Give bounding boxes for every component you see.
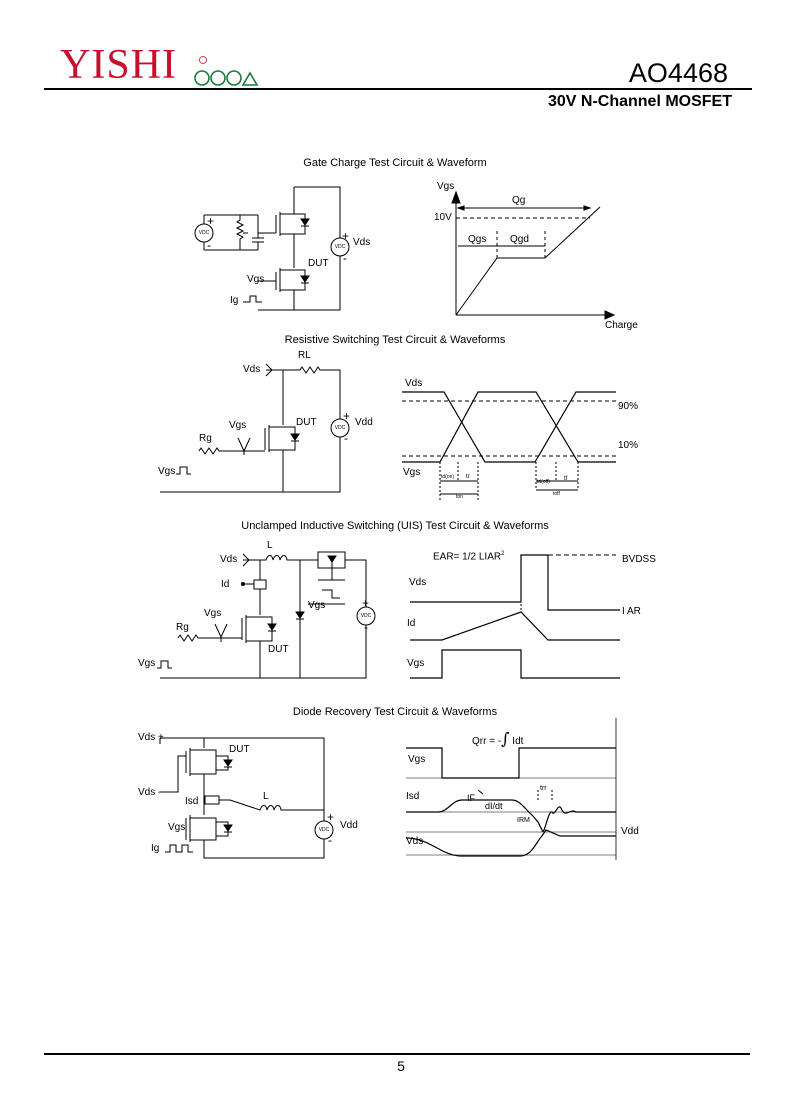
dr-vdc: VDC bbox=[318, 827, 330, 833]
uis-bvdss: BVDSS bbox=[622, 554, 656, 565]
dr-idt: Idt bbox=[512, 736, 524, 747]
rs-rg: Rg bbox=[199, 433, 212, 444]
brand-logo: YISHI bbox=[60, 44, 267, 86]
dr-didt: dI/dt bbox=[485, 801, 503, 811]
rs-dut: DUT bbox=[296, 417, 317, 428]
certification-icons bbox=[193, 56, 258, 86]
uis-vgs-in: Vgs bbox=[138, 658, 156, 669]
footer-rule bbox=[44, 1053, 750, 1055]
dr-trr: trr bbox=[540, 785, 547, 792]
diode-title: Diode Recovery Test Circuit & Waveforms bbox=[292, 706, 498, 718]
dr-plus: + bbox=[327, 810, 335, 824]
rs-ton: ton bbox=[456, 494, 463, 500]
rs-vgs: Vgs bbox=[229, 420, 247, 431]
dr-wave-vgs: Vgs bbox=[408, 754, 426, 765]
dr-vdd: Vdd bbox=[340, 820, 358, 831]
dr-qrr-text: Qrr = - bbox=[472, 736, 502, 747]
gate-charge-title: Gate Charge Test Circuit & Waveform bbox=[303, 157, 487, 169]
dr-dut: DUT bbox=[229, 744, 250, 755]
resistive-waveform bbox=[402, 391, 616, 500]
gc-qgs: Qgs bbox=[468, 234, 487, 245]
uis-minus: - bbox=[364, 620, 368, 634]
rs-rl: RL bbox=[298, 350, 311, 361]
uis-wave-id: Id bbox=[407, 618, 416, 629]
uis-rg: Rg bbox=[176, 622, 189, 633]
uis-vgs-ctrl: Vgs bbox=[308, 600, 326, 611]
rs-vdc: VDC bbox=[334, 425, 346, 431]
rs-td-off: td(off) bbox=[537, 479, 550, 485]
dr-vds-top: Vds + bbox=[138, 732, 164, 743]
part-number: AO4468 bbox=[628, 58, 728, 88]
uis-circuit bbox=[157, 551, 376, 679]
rs-tf: tf bbox=[564, 476, 568, 482]
dr-qrr: Qrr = -∫ Idt bbox=[472, 729, 523, 748]
dr-wave-vds: Vds bbox=[406, 836, 424, 847]
resistive-title: Resistive Switching Test Circuit & Wavef… bbox=[284, 334, 506, 346]
integral-icon: ∫ bbox=[501, 729, 510, 748]
rs-toff: toff bbox=[553, 491, 560, 497]
dr-wave-isd: Isd bbox=[406, 791, 420, 802]
rs-vgs-in: Vgs bbox=[158, 466, 176, 477]
dr-l: L bbox=[263, 791, 269, 802]
uis-l: L bbox=[267, 540, 273, 551]
page-number: 5 bbox=[397, 1058, 405, 1074]
uis-vgs: Vgs bbox=[204, 608, 222, 619]
dr-isd: Isd bbox=[185, 796, 199, 807]
gc-vdc-right: VDC bbox=[334, 244, 346, 250]
rs-tr: tr bbox=[466, 474, 470, 480]
gc-wave-vgs: Vgs bbox=[437, 181, 455, 192]
uis-plus: + bbox=[362, 596, 370, 610]
rs-p10: 10% bbox=[618, 440, 639, 451]
rs-plus: + bbox=[343, 409, 351, 423]
uis-ear-sup: 2 bbox=[501, 551, 505, 557]
gc-ig-label: Ig bbox=[230, 295, 239, 306]
rs-vdd: Vdd bbox=[355, 417, 373, 428]
rs-wave-vgs: Vgs bbox=[403, 467, 421, 478]
gc-qgd: Qgd bbox=[510, 234, 529, 245]
dr-ig: Ig bbox=[151, 843, 160, 854]
uis-iar: I AR bbox=[622, 606, 641, 617]
uis-wave-vds: Vds bbox=[409, 577, 427, 588]
gc-dut-label: DUT bbox=[308, 258, 329, 269]
dr-wave-vdd: Vdd bbox=[621, 826, 639, 837]
brand-name: YISHI bbox=[60, 42, 177, 88]
uis-title: Unclamped Inductive Switching (UIS) Test… bbox=[241, 520, 549, 532]
dr-minus: - bbox=[328, 833, 332, 847]
gc-charge: Charge bbox=[605, 320, 638, 331]
dr-vds-mid: Vds - bbox=[138, 787, 162, 798]
rs-minus: - bbox=[344, 431, 348, 445]
uis-id: Id bbox=[221, 579, 230, 590]
gc-minus: - bbox=[207, 238, 211, 252]
gate-charge-circuit bbox=[194, 186, 350, 311]
gc-minus-right: - bbox=[343, 251, 347, 265]
gc-vgs-label: Vgs bbox=[247, 274, 265, 285]
rs-vds: Vds bbox=[243, 364, 261, 375]
uis-vds: Vds bbox=[220, 554, 238, 565]
uis-ear-text: EAR= 1/2 LIAR bbox=[433, 551, 502, 563]
rs-wave-vds: Vds bbox=[405, 378, 423, 389]
dr-if: IF bbox=[467, 793, 475, 803]
gc-plus: + bbox=[207, 214, 215, 228]
uis-wave-vgs: Vgs bbox=[407, 658, 425, 669]
gate-charge-waveform bbox=[451, 190, 616, 320]
rs-td-on: td(on) bbox=[441, 474, 455, 480]
gc-vds-label: Vds bbox=[353, 237, 371, 248]
uis-vdc: VDC bbox=[360, 613, 372, 619]
dr-irm: IRM bbox=[517, 817, 530, 824]
dr-vgs: Vgs bbox=[168, 822, 186, 833]
header-rule bbox=[44, 88, 752, 90]
gc-qg: Qg bbox=[512, 195, 526, 206]
resistive-circuit bbox=[160, 363, 350, 493]
page-subtitle: 30V N-Channel MOSFET bbox=[547, 93, 732, 110]
uis-waveform bbox=[410, 554, 620, 679]
gc-10v: 10V bbox=[434, 212, 452, 223]
uis-ear: EAR= 1/2 LIAR2 bbox=[433, 551, 504, 562]
diode-waveform bbox=[405, 718, 617, 860]
gc-vdc-left: VDC bbox=[198, 230, 210, 236]
diode-circuit bbox=[159, 737, 334, 859]
uis-dut: DUT bbox=[268, 644, 289, 655]
rs-p90: 90% bbox=[618, 401, 639, 412]
gc-plus-right: + bbox=[342, 229, 350, 243]
